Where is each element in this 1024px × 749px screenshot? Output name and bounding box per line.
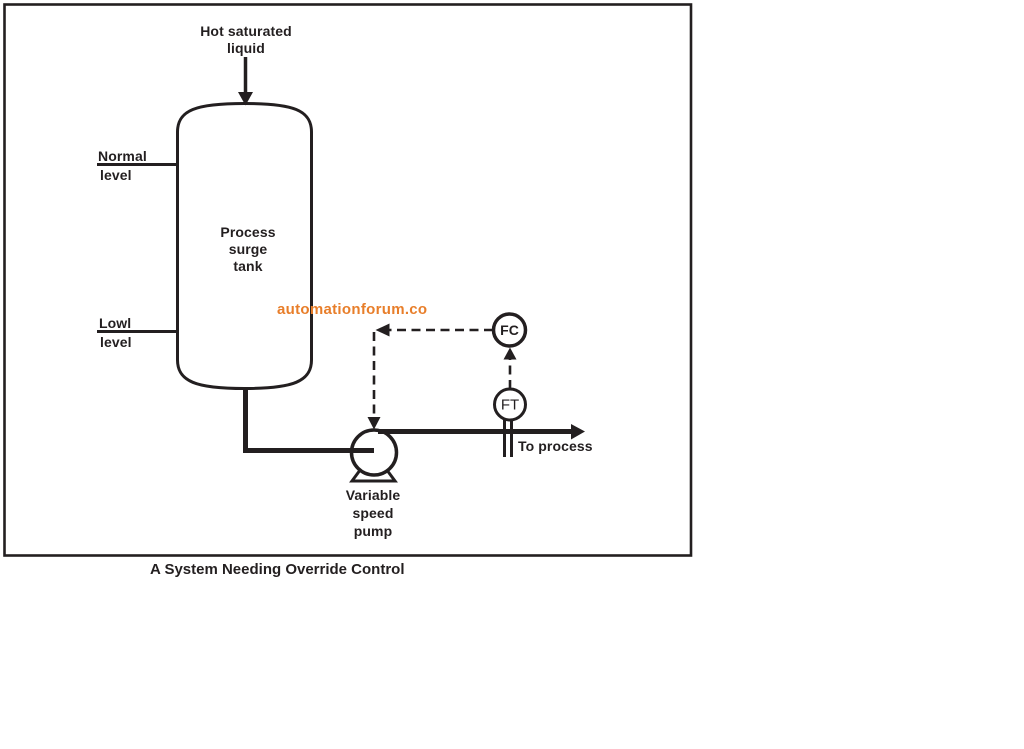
flow-transmitter-bubble (493, 387, 527, 422)
signal-arrowhead-down-icon (367, 417, 381, 430)
low-level-label-bottom: level (100, 334, 132, 350)
normal-level-label-top: Normal (98, 148, 147, 164)
pump-label: Variable speed pump (345, 487, 401, 539)
inlet-label: Hot saturated liquid (200, 23, 292, 56)
flow-transmitter-tag: FT (500, 396, 520, 413)
diagram-caption: A System Needing Override Control (150, 561, 405, 578)
outlet-pipe (243, 388, 360, 453)
watermark-text: automationforum.co (277, 301, 428, 318)
normal-level-label-bottom: level (100, 167, 132, 183)
tank-label: Process surge tank (220, 224, 276, 274)
discharge-arrowhead-icon (571, 424, 585, 440)
flow-controller-tag: FC (500, 322, 519, 338)
inlet-arrowhead-icon (238, 92, 253, 106)
diagram-frame-border (3, 3, 693, 557)
signal-arrowhead-up-icon (503, 347, 517, 360)
to-process-label: To process (518, 438, 593, 454)
signal-arrowhead-left-icon (375, 323, 390, 337)
surge-tank-outline (176, 101, 313, 391)
low-level-label-top: Lowl (99, 315, 132, 331)
flow-controller-bubble (491, 312, 528, 348)
